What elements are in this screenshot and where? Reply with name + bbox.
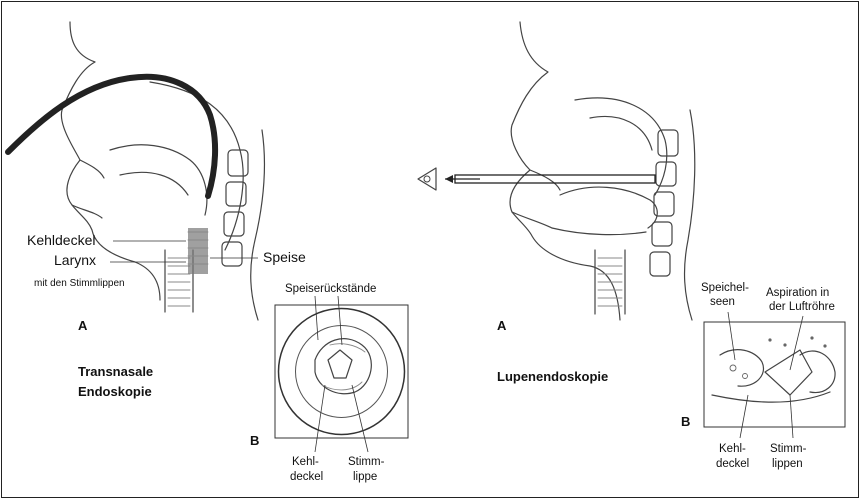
right-head-sketch [418, 22, 695, 320]
label-kehl-right-1: Kehl- [719, 443, 746, 455]
label-b-left: B [250, 433, 259, 448]
label-stimmlippen: mit den Stimmlippen [34, 278, 125, 289]
label-a-left: A [78, 318, 88, 333]
label-stimm-right-2: lippen [772, 458, 803, 470]
label-speiserueckstaende: Speiserückstände [285, 283, 376, 295]
left-head-sketch [8, 22, 264, 320]
label-speichel-1: Speichel- [701, 282, 749, 294]
label-kehl-left-2: deckel [290, 471, 323, 483]
label-aspiration-1: Aspiration in [766, 287, 829, 299]
label-kehl-left-1: Kehl- [292, 456, 319, 468]
label-larynx: Larynx [54, 252, 96, 268]
label-b-right: B [681, 414, 690, 429]
title-endoskopie: Endoskopie [78, 384, 152, 399]
label-speise: Speise [263, 249, 306, 265]
title-lupenendoskopie: Lupenendoskopie [497, 369, 608, 384]
label-stimm-left-2: lippe [353, 471, 377, 483]
right-inset-view [704, 322, 845, 427]
label-kehl-right-2: deckel [716, 458, 749, 470]
label-speichel-2: seen [710, 296, 735, 308]
label-kehldeckel: Kehldeckel [27, 232, 96, 248]
label-stimm-left-1: Stimm- [348, 456, 385, 468]
label-aspiration-2: der Luftröhre [769, 301, 835, 313]
label-a-right: A [497, 318, 507, 333]
label-stimm-right-1: Stimm- [770, 443, 807, 455]
title-transnasale: Transnasale [78, 364, 153, 379]
left-inset-view [275, 305, 408, 438]
